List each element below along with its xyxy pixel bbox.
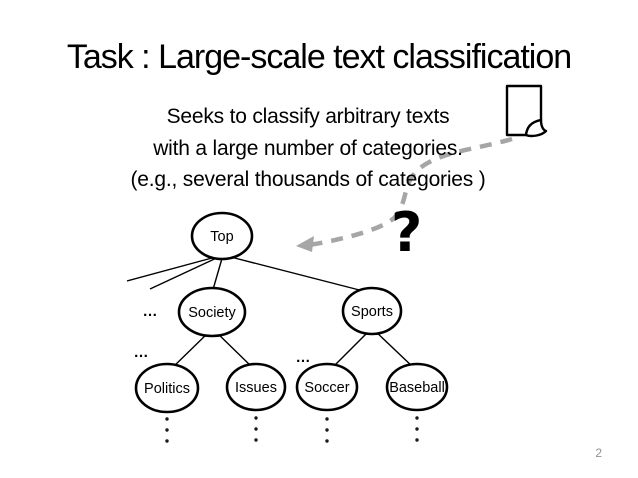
node-label: Baseball [389, 380, 445, 396]
edge-top-society [211, 254, 224, 294]
node-label: Issues [235, 380, 277, 396]
node-label: Politics [144, 381, 190, 397]
more-categories-ellipsis-politics-level: … [134, 344, 149, 361]
more-categories-ellipsis-society-level: … [143, 303, 158, 320]
tree-node-issues: Issues [225, 362, 287, 412]
edge-sports-soccer [329, 328, 372, 371]
body-line-2: with a large number of categories. [153, 136, 463, 160]
node-ellipse [385, 362, 449, 412]
tree-node-top: Top [190, 211, 254, 261]
tree-node-baseball: Baseball [385, 362, 449, 412]
edge-sports-baseball [372, 328, 415, 369]
node-ellipse [341, 286, 403, 336]
node-ellipse [190, 211, 254, 261]
page-number: 2 [595, 446, 602, 460]
node-label: Society [188, 305, 236, 321]
arrow-head-icon [296, 236, 314, 252]
vertical-dots-icon-soccer [325, 417, 329, 443]
node-ellipse [177, 286, 247, 338]
arrow-curve [308, 136, 513, 248]
vertical-dots-icon-politics [165, 417, 169, 443]
dashed-curved-arrow-left-icon [296, 136, 513, 252]
tree-node-politics: Politics [134, 362, 200, 414]
edge-top-hidden-left-2 [149, 254, 224, 290]
tree-node-society: Society [177, 286, 247, 338]
node-label: Top [210, 229, 233, 245]
slide-title: Task : Large-scale text classification [66, 38, 572, 76]
tree-node-sports: Sports [341, 286, 403, 336]
document-folded-corner [524, 118, 548, 138]
vertical-dots-icon-issues [254, 416, 258, 442]
node-label: Soccer [304, 380, 349, 396]
node-ellipse [295, 362, 359, 412]
node-ellipse [225, 362, 287, 412]
slide-body: Seeks to classify arbitrary texts with a… [0, 101, 616, 196]
edge-top-sports [222, 254, 372, 294]
vertical-dots-icon-baseball [415, 416, 419, 442]
edge-top-hidden-left-1 [126, 254, 224, 282]
question-mark: ? [391, 201, 423, 264]
node-label: Sports [351, 304, 393, 320]
body-line-3: (e.g., several thousands of categories ) [130, 168, 486, 191]
body-line-1: Seeks to classify arbitrary texts [166, 105, 450, 128]
more-categories-ellipsis-soccer-level: … [296, 349, 311, 366]
tree-node-soccer: Soccer [295, 362, 359, 412]
node-ellipse [134, 362, 200, 414]
document-page-icon [505, 84, 548, 138]
